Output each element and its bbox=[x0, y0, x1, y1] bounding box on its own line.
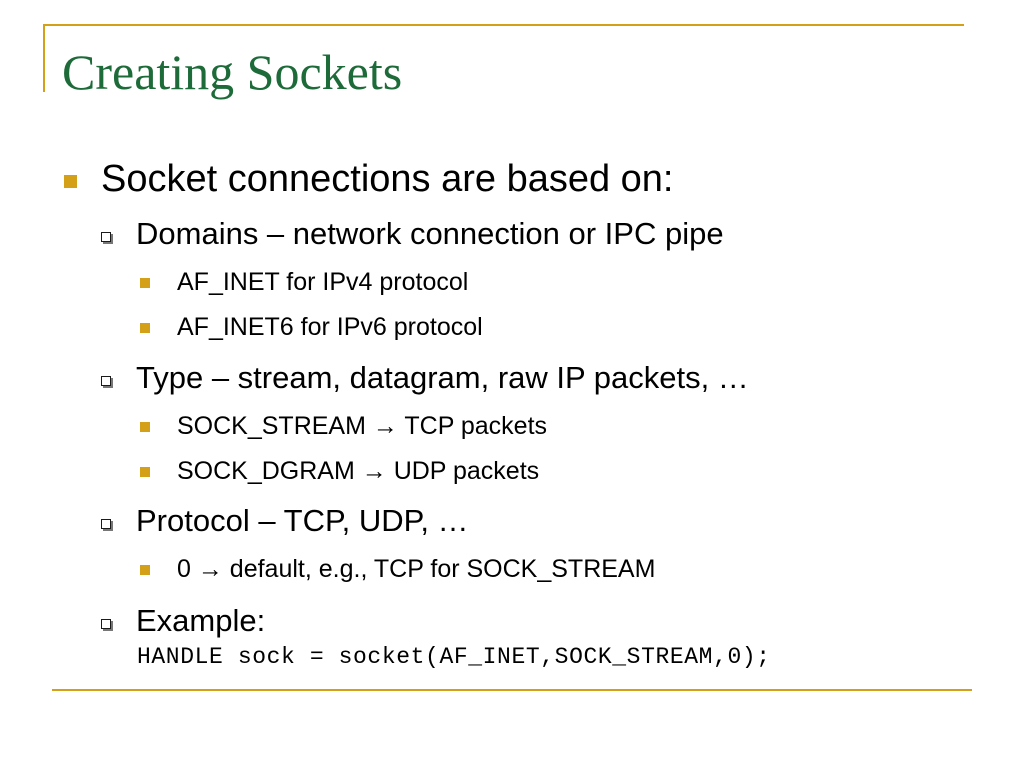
bullet-text: SOCK_STREAM → TCP packets bbox=[177, 412, 548, 440]
hollow-square-bullet-icon bbox=[101, 232, 111, 242]
square-bullet-icon bbox=[140, 422, 150, 432]
bullet-text: Example: bbox=[136, 603, 266, 638]
bullet-text: Domains – network connection or IPC pipe bbox=[136, 216, 724, 251]
square-bullet-icon bbox=[140, 278, 150, 288]
bullet-text: AF_INET6 for IPv6 protocol bbox=[177, 313, 483, 341]
frame-top-rule bbox=[43, 24, 964, 26]
hollow-square-bullet-icon bbox=[101, 519, 111, 529]
example-code: HANDLE sock = socket(AF_INET,SOCK_STREAM… bbox=[137, 644, 771, 670]
bullet-text: Socket connections are based on: bbox=[101, 158, 674, 200]
bullet-text: SOCK_DGRAM → UDP packets bbox=[177, 457, 540, 485]
hollow-square-bullet-icon bbox=[101, 619, 111, 629]
bullet-text: AF_INET for IPv4 protocol bbox=[177, 268, 469, 296]
square-bullet-icon bbox=[140, 323, 150, 333]
bullet-text: 0 → default, e.g., TCP for SOCK_STREAM bbox=[177, 555, 656, 583]
hollow-square-bullet-icon bbox=[101, 376, 111, 386]
slide-title: Creating Sockets bbox=[62, 44, 403, 100]
square-bullet-icon bbox=[140, 467, 150, 477]
square-bullet-icon bbox=[64, 175, 77, 188]
frame-bottom-rule bbox=[52, 689, 972, 691]
bullet-text: Protocol – TCP, UDP, … bbox=[136, 503, 469, 538]
bullet-text: Type – stream, datagram, raw IP packets,… bbox=[136, 360, 749, 395]
square-bullet-icon bbox=[140, 565, 150, 575]
frame-left-rule bbox=[43, 24, 45, 92]
